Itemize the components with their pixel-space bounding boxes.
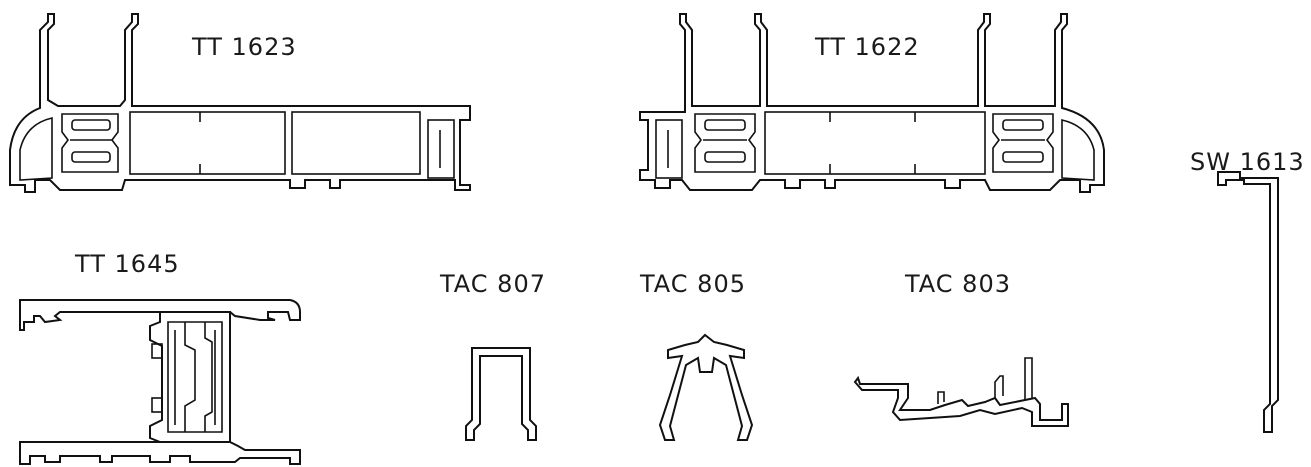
tac805-outline — [658, 333, 754, 441]
profile-tt1623: TT 1623 — [9, 13, 471, 193]
profile-tt1645: TT 1645 — [19, 250, 301, 465]
profile-tac803: TAC 803 — [853, 270, 1069, 427]
profile-tac807: TAC 807 — [439, 270, 546, 441]
label-tt1645: TT 1645 — [74, 250, 180, 278]
tac803-outline — [853, 375, 1069, 427]
tt1623-outline — [9, 13, 471, 193]
label-tac803: TAC 803 — [904, 270, 1011, 298]
label-sw1613: SW 1613 — [1190, 148, 1305, 176]
profile-sw1613: SW 1613 — [1190, 148, 1305, 433]
label-tac807: TAC 807 — [439, 270, 546, 298]
tac807-outline — [465, 347, 537, 441]
profile-tt1622: TT 1622 — [639, 13, 1105, 193]
tt1645-outline — [19, 299, 301, 465]
tt1622-outline — [639, 13, 1105, 193]
sw1613-outline — [1217, 171, 1279, 433]
tac803-uprights — [937, 357, 1033, 404]
label-tac805: TAC 805 — [639, 270, 746, 298]
profile-tac805: TAC 805 — [639, 270, 754, 441]
label-tt1622: TT 1622 — [814, 33, 920, 61]
label-tt1623: TT 1623 — [191, 33, 297, 61]
